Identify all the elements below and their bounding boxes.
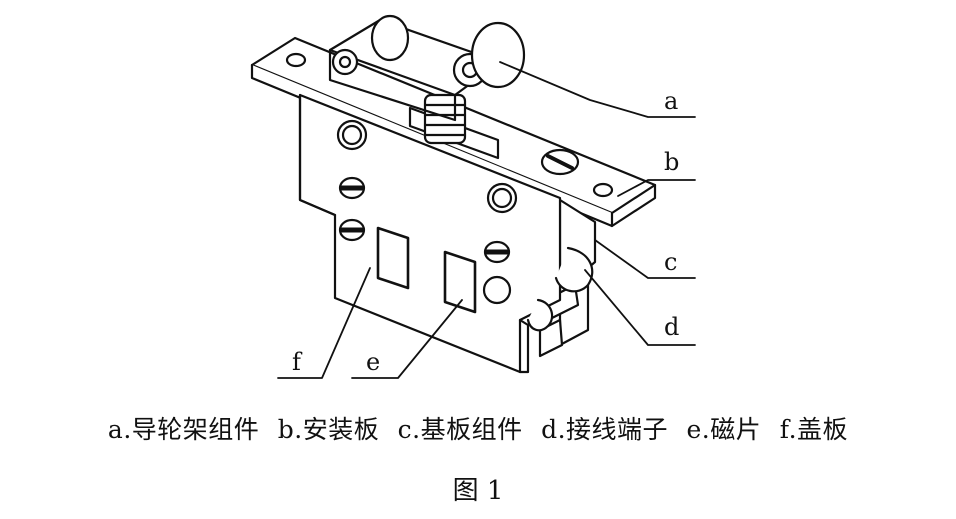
legend-item: a.导轮架组件 [107, 415, 260, 444]
figure-caption: 图 1 [452, 476, 504, 506]
cover-screw [338, 176, 366, 200]
device-drawing: a b c d e f [250, 14, 696, 379]
cover-screw [338, 218, 366, 242]
legend-item: c.基板组件 [397, 415, 523, 444]
callout-a: a [664, 87, 678, 115]
legend-item: e.磁片 [686, 415, 762, 444]
guide-wheel-bracket [328, 14, 526, 160]
legend: a.导轮架组件 b.安装板 c.基板组件 d.接线端子 e.磁片 f.盖板 [0, 410, 956, 446]
callout-b: b [664, 148, 679, 176]
callout-e: e [366, 348, 380, 376]
callout-d: d [664, 313, 679, 341]
legend-item: b.安装板 [277, 415, 380, 444]
cover-screw [483, 240, 511, 264]
legend-item: f.盖板 [779, 415, 849, 444]
leader-lines [277, 61, 696, 379]
cover-plate [298, 93, 562, 374]
legend-item: d.接线端子 [541, 415, 669, 444]
magnet-pieces [376, 226, 477, 314]
wiring-terminal [526, 246, 594, 332]
terminal-screw [540, 148, 580, 176]
callout-f: f [292, 348, 303, 376]
callout-c: c [664, 248, 677, 276]
